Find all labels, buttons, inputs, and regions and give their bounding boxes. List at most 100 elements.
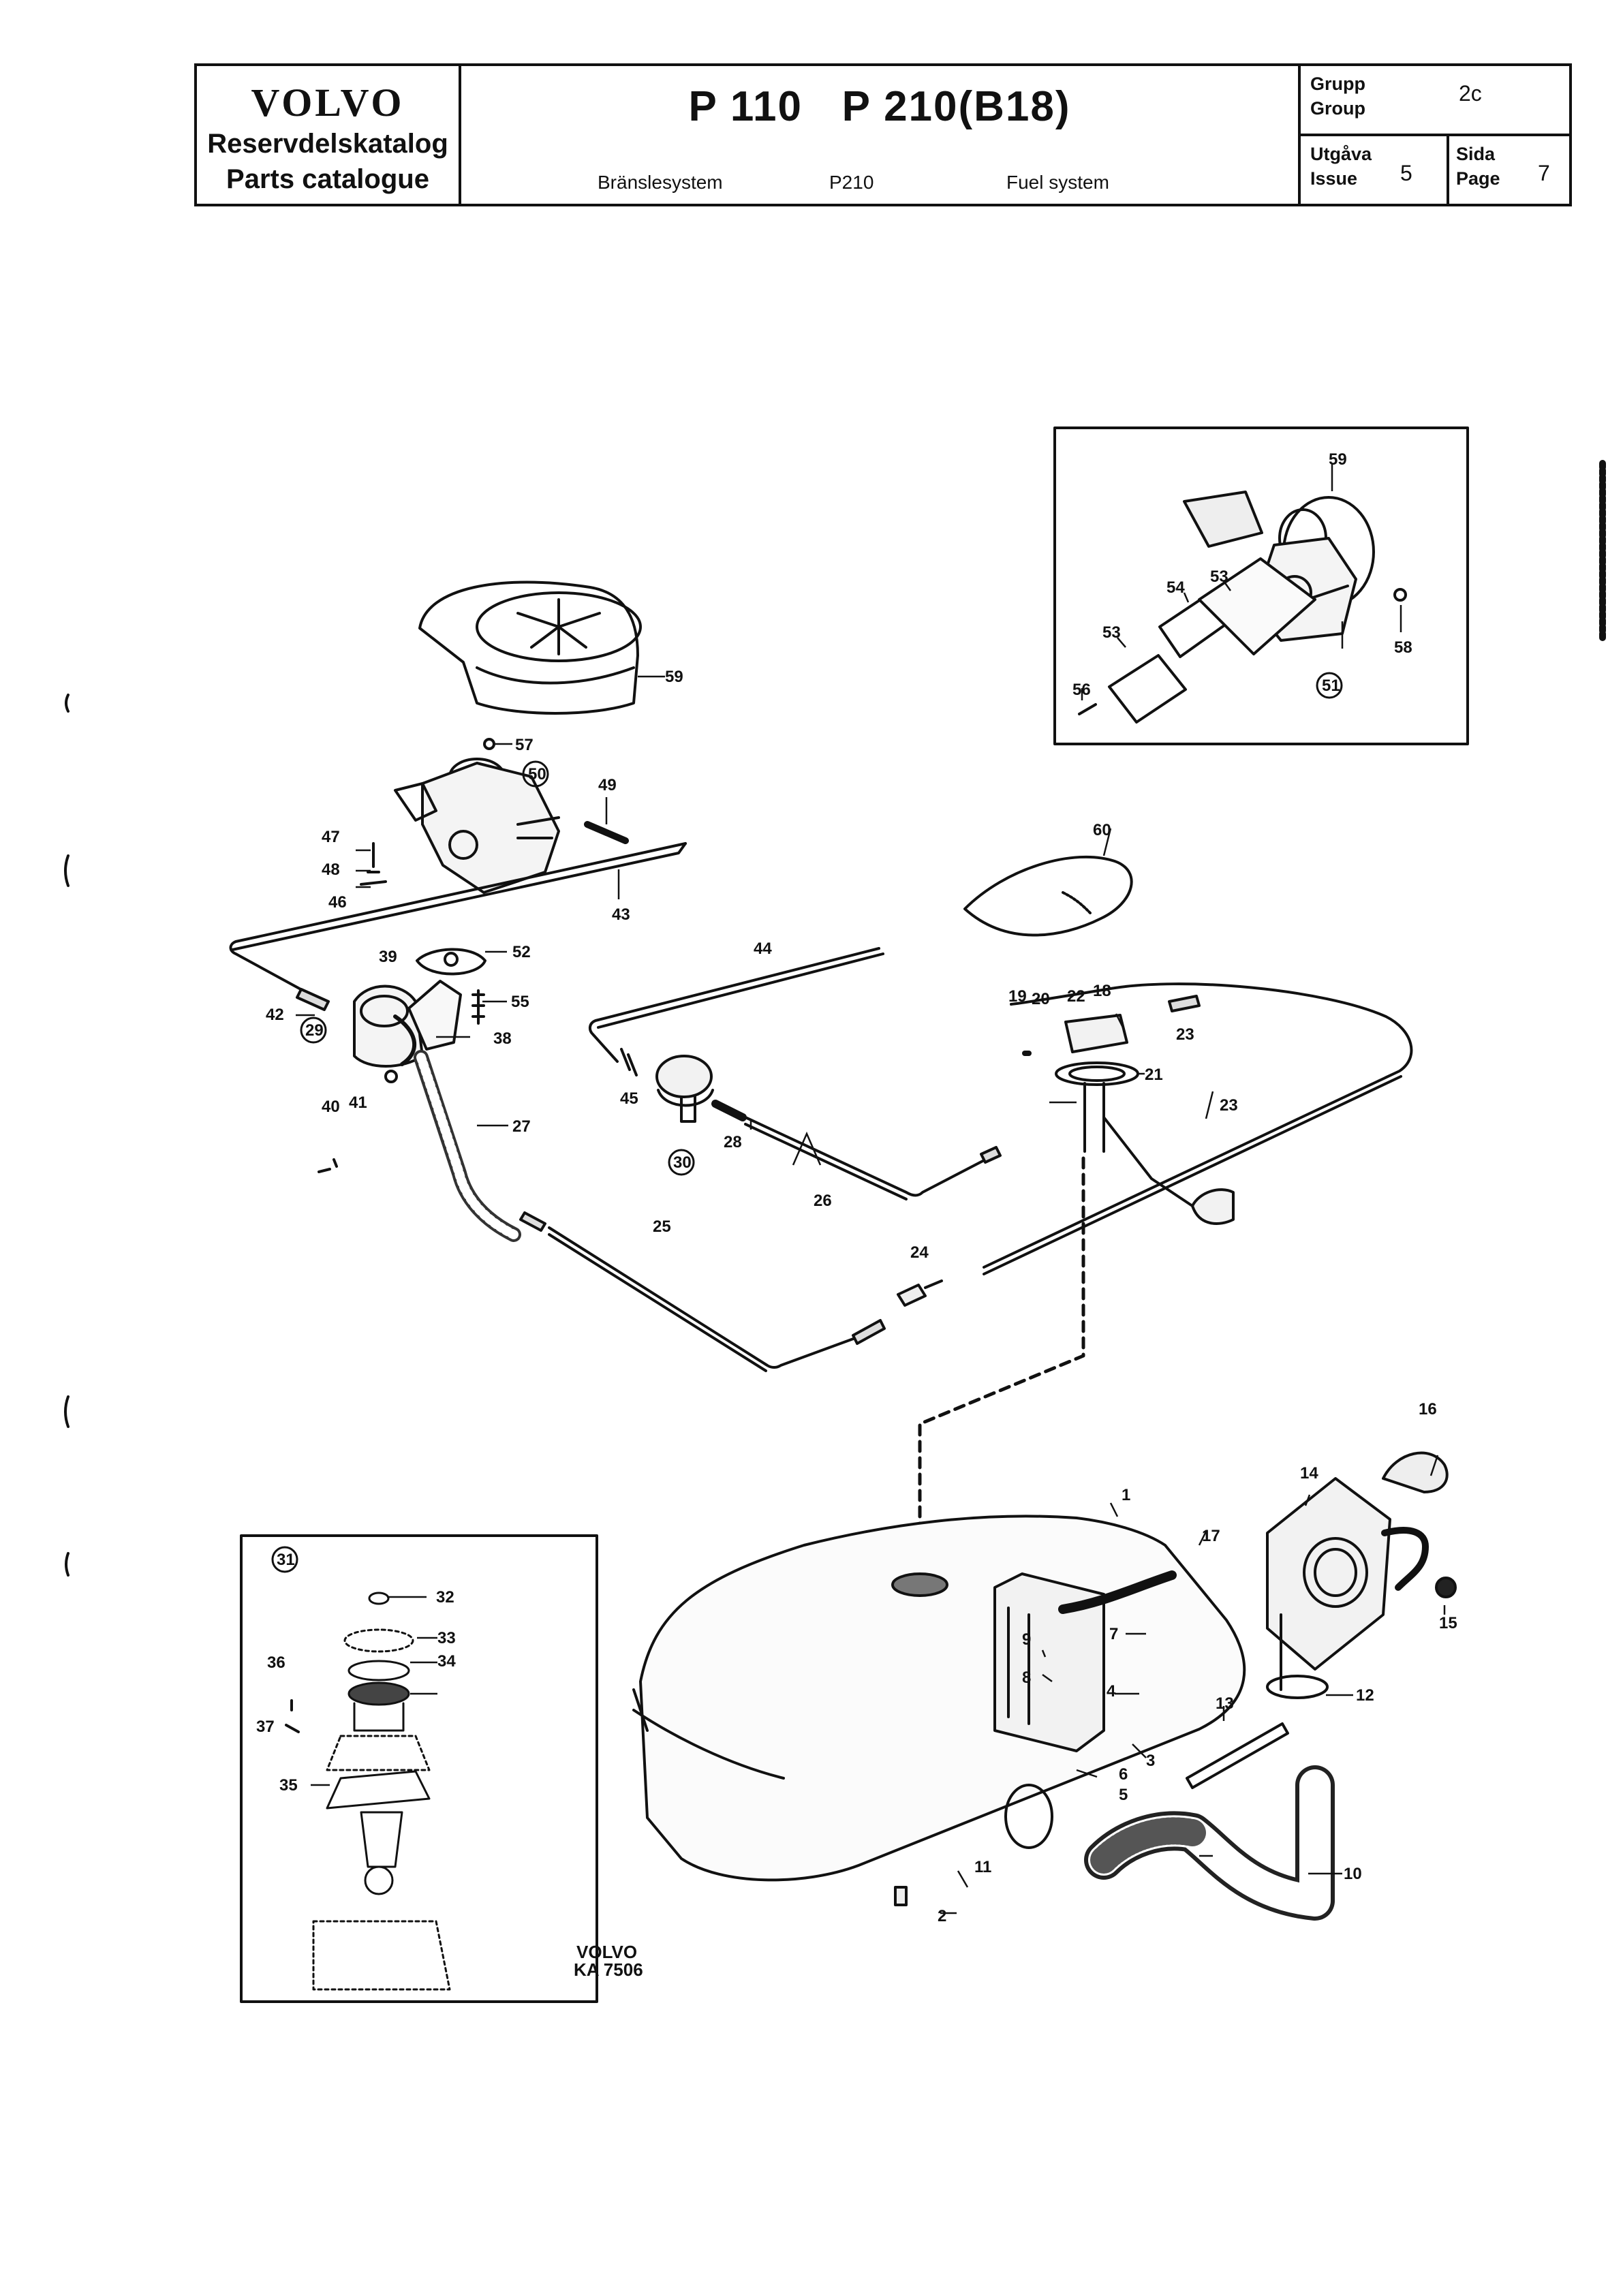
callout-47: 47 bbox=[322, 828, 340, 846]
callout-58: 58 bbox=[1394, 638, 1412, 657]
callout-10: 10 bbox=[1344, 1865, 1362, 1883]
callout-35: 35 bbox=[279, 1776, 298, 1795]
callout-31: 31 bbox=[277, 1551, 295, 1569]
callout-39: 39 bbox=[379, 948, 397, 966]
air-filter bbox=[418, 580, 642, 715]
callout-1: 1 bbox=[1122, 1486, 1130, 1504]
callout-5: 5 bbox=[1119, 1786, 1128, 1804]
callout-37: 37 bbox=[256, 1718, 275, 1736]
page-label-en: Page bbox=[1456, 168, 1500, 189]
fuel-line-26 bbox=[744, 1116, 992, 1197]
filler-hose-10-texture bbox=[1090, 1817, 1206, 1874]
fuel-line-44-b bbox=[597, 952, 884, 1029]
clamp-11 bbox=[1004, 1784, 1053, 1849]
fuel-pump-30 bbox=[655, 1055, 714, 1123]
callout-53-lower: 53 bbox=[1102, 623, 1121, 642]
filler-neck bbox=[1266, 1477, 1391, 1691]
clamp-12 bbox=[1266, 1675, 1329, 1699]
fuel-line-25-b bbox=[548, 1233, 767, 1372]
sender-to-tank-line bbox=[918, 1156, 1085, 1589]
inset-flange-53 bbox=[1198, 557, 1316, 655]
margin-mark bbox=[65, 694, 69, 713]
hose-27 bbox=[414, 1050, 521, 1242]
fuel-line-25 bbox=[548, 1226, 864, 1369]
heat-shield-60-texture bbox=[1062, 891, 1092, 914]
callout-60: 60 bbox=[1093, 821, 1111, 839]
callout-50: 50 bbox=[528, 765, 546, 784]
callout-2: 2 bbox=[938, 1907, 946, 1925]
filler-cap-16 bbox=[1382, 1451, 1449, 1493]
fuel-line-44 bbox=[588, 947, 880, 1063]
circled-callouts bbox=[271, 672, 1343, 1573]
fuel-line-23 bbox=[983, 982, 1413, 1269]
page-label-sv: Sida bbox=[1456, 144, 1496, 164]
callout-38: 38 bbox=[493, 1029, 512, 1048]
inset-pump-frame bbox=[1053, 426, 1469, 745]
nut-57 bbox=[483, 738, 495, 750]
callout-12: 12 bbox=[1356, 1686, 1374, 1705]
callout-28: 28 bbox=[724, 1133, 742, 1151]
issue-label-sv: Utgåva bbox=[1310, 144, 1372, 164]
callout-11: 11 bbox=[974, 1858, 991, 1876]
issue-value: 5 bbox=[1400, 161, 1412, 185]
cap-15 bbox=[1435, 1577, 1457, 1598]
callout-26: 26 bbox=[814, 1192, 832, 1210]
title-block: VOLVO Reservdelskatalog Parts catalogue … bbox=[194, 63, 1572, 206]
fuel-line-23-b bbox=[983, 1075, 1402, 1275]
callout-46: 46 bbox=[328, 893, 347, 912]
callout-29: 29 bbox=[305, 1021, 324, 1040]
heat-shield-60 bbox=[963, 855, 1133, 937]
section-title-en: Fuel system bbox=[1006, 172, 1109, 193]
screw-washer-40-41 bbox=[318, 1158, 338, 1173]
callout-27: 27 bbox=[512, 1117, 531, 1136]
callout-4: 4 bbox=[1107, 1682, 1116, 1701]
fuel-line-43-b bbox=[231, 842, 687, 951]
callout-24: 24 bbox=[910, 1243, 929, 1262]
fuel-line-26-b bbox=[744, 1123, 908, 1200]
callout-49: 49 bbox=[598, 776, 617, 794]
callout-30: 30 bbox=[673, 1153, 692, 1172]
catalog-title-sv: Reservdelskatalog bbox=[207, 129, 448, 159]
hose-28 bbox=[711, 1100, 747, 1121]
drain-plug-2 bbox=[894, 1886, 908, 1906]
page-cell: Sida Page 7 bbox=[1449, 136, 1572, 204]
margin-mark bbox=[65, 1552, 69, 1577]
margin-mark bbox=[64, 854, 69, 887]
callout-57: 57 bbox=[515, 736, 534, 754]
carburettor bbox=[394, 758, 560, 894]
callout-55: 55 bbox=[511, 993, 529, 1011]
fitting-23 bbox=[1168, 995, 1201, 1012]
volvo-logo: VOLVO bbox=[251, 80, 405, 125]
callout-51: 51 bbox=[1322, 677, 1340, 695]
callout-40: 40 bbox=[322, 1098, 340, 1116]
hose-49 bbox=[584, 821, 629, 844]
hose-17 bbox=[1058, 1570, 1177, 1614]
callout-36: 36 bbox=[267, 1654, 285, 1672]
bracket-13 bbox=[1186, 1722, 1289, 1789]
stud-55 bbox=[472, 989, 485, 1025]
gasket-52-hole bbox=[444, 952, 459, 967]
callout-13: 13 bbox=[1216, 1694, 1234, 1713]
callout-25: 25 bbox=[653, 1217, 671, 1236]
hose-27-texture bbox=[416, 1053, 519, 1239]
callout-23-lower: 23 bbox=[1220, 1096, 1238, 1115]
inset-31-pump-stack bbox=[312, 1592, 451, 1991]
connector-24 bbox=[897, 1279, 943, 1307]
callout-16: 16 bbox=[1419, 1400, 1437, 1418]
group-cell: Grupp Group 2c bbox=[1301, 66, 1572, 136]
callout-7: 7 bbox=[1109, 1625, 1118, 1643]
callout-59-airfilter: 59 bbox=[665, 668, 683, 686]
callout-34: 34 bbox=[437, 1652, 456, 1671]
fitting-25-end bbox=[852, 1319, 886, 1345]
model-title: P 110 P 210(B18) bbox=[688, 83, 1071, 130]
drawing-code: KA 7506 bbox=[574, 1959, 643, 1980]
breather-hose bbox=[1381, 1527, 1429, 1591]
callout-18: 18 bbox=[1093, 982, 1111, 1000]
callout-48: 48 bbox=[322, 860, 340, 879]
margin-mark bbox=[64, 1395, 69, 1428]
callout-3: 3 bbox=[1146, 1752, 1155, 1770]
callout-42: 42 bbox=[266, 1006, 284, 1024]
gasket-52 bbox=[416, 948, 486, 976]
callout-23-upper: 23 bbox=[1176, 1025, 1194, 1044]
